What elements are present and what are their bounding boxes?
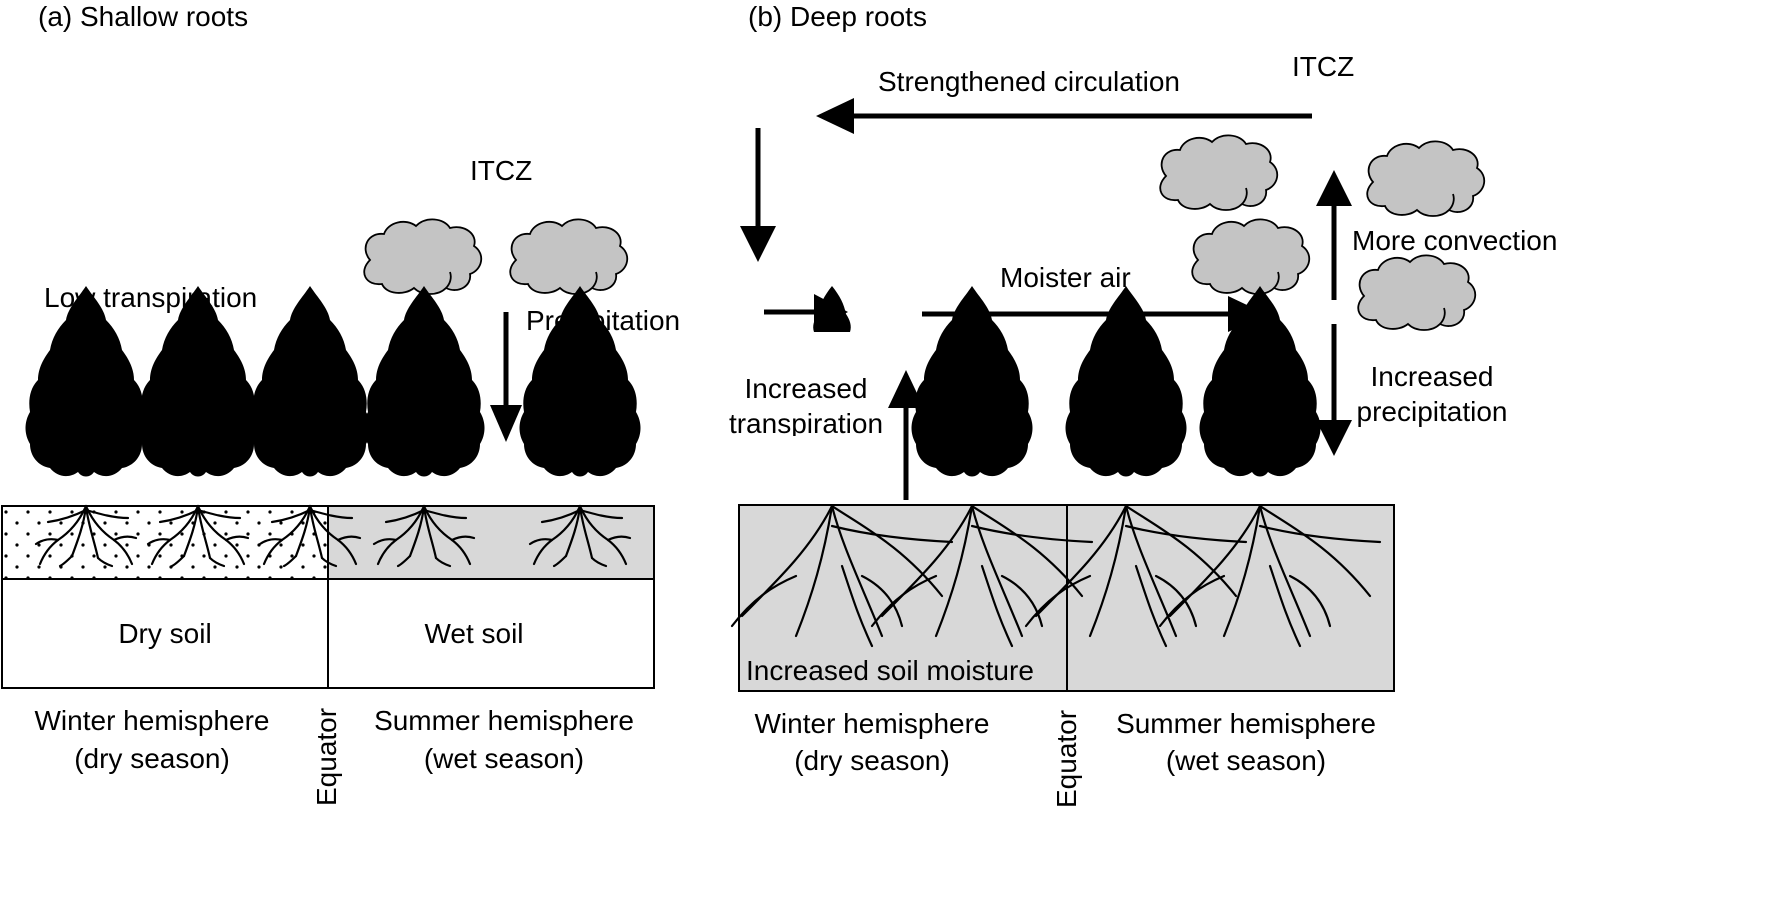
precipitation-arrow-icon xyxy=(490,312,522,442)
increased-precipitation-arrow-icon xyxy=(1316,324,1352,456)
cloud-icon xyxy=(509,218,629,295)
tree-icon xyxy=(911,286,1033,506)
tree-icon xyxy=(1065,286,1187,506)
panel-b-itcz-label: ITCZ xyxy=(1292,51,1354,82)
tree-icon xyxy=(137,286,259,506)
panel-a-winter-line2: (dry season) xyxy=(74,743,230,774)
panel-a-summer-line2: (wet season) xyxy=(424,743,584,774)
circulation-arrow-icon xyxy=(816,98,1312,134)
tree-icon xyxy=(363,286,485,506)
cloud-icon xyxy=(363,218,483,295)
increased-transpiration-line1: Increased xyxy=(745,373,868,404)
tree-icon xyxy=(249,286,371,506)
increased-precipitation-line1: Increased xyxy=(1371,361,1494,392)
cloud-icon xyxy=(1159,134,1279,211)
panel-b: (b) Deep roots Strengthened circulation … xyxy=(729,1,1557,808)
moister-air-label: Moister air xyxy=(1000,262,1131,293)
transpiration-arrow-icon xyxy=(888,370,924,500)
increased-transpiration-line2: transpiration xyxy=(729,408,883,439)
descending-arrow-icon xyxy=(740,128,776,262)
panel-b-winter-line1: Winter hemisphere xyxy=(755,708,990,739)
cloud-icon xyxy=(1366,140,1486,217)
panel-a-title: (a) Shallow roots xyxy=(38,1,248,32)
more-convection-label: More convection xyxy=(1352,225,1557,256)
panel-b-equator-label: Equator xyxy=(1051,710,1082,808)
wet-soil-gray-layer xyxy=(328,506,654,579)
panel-a-equator-label: Equator xyxy=(311,708,342,806)
panel-a-summer-line1: Summer hemisphere xyxy=(374,705,634,736)
panel-a-itcz-label: ITCZ xyxy=(470,155,532,186)
cloud-icon xyxy=(1357,254,1477,331)
panel-b-title: (b) Deep roots xyxy=(748,1,927,32)
wet-soil-label: Wet soil xyxy=(424,618,523,649)
tree-icon xyxy=(25,286,147,506)
increased-soil-moisture-label: Increased soil moisture xyxy=(746,655,1034,686)
panel-b-summer-line1: Summer hemisphere xyxy=(1116,708,1376,739)
panel-a-winter-line1: Winter hemisphere xyxy=(35,705,270,736)
dry-soil-label: Dry soil xyxy=(118,618,211,649)
panel-a: (a) Shallow roots ITCZ Low transpiration… xyxy=(1,1,680,806)
increased-precipitation-line2: precipitation xyxy=(1357,396,1508,427)
strengthened-circulation-label: Strengthened circulation xyxy=(878,66,1180,97)
convection-arrow-icon xyxy=(1316,170,1352,300)
panel-b-winter-line2: (dry season) xyxy=(794,745,950,776)
panel-b-summer-line2: (wet season) xyxy=(1166,745,1326,776)
tree-icon xyxy=(1199,286,1321,506)
cloud-icon xyxy=(1191,218,1311,295)
